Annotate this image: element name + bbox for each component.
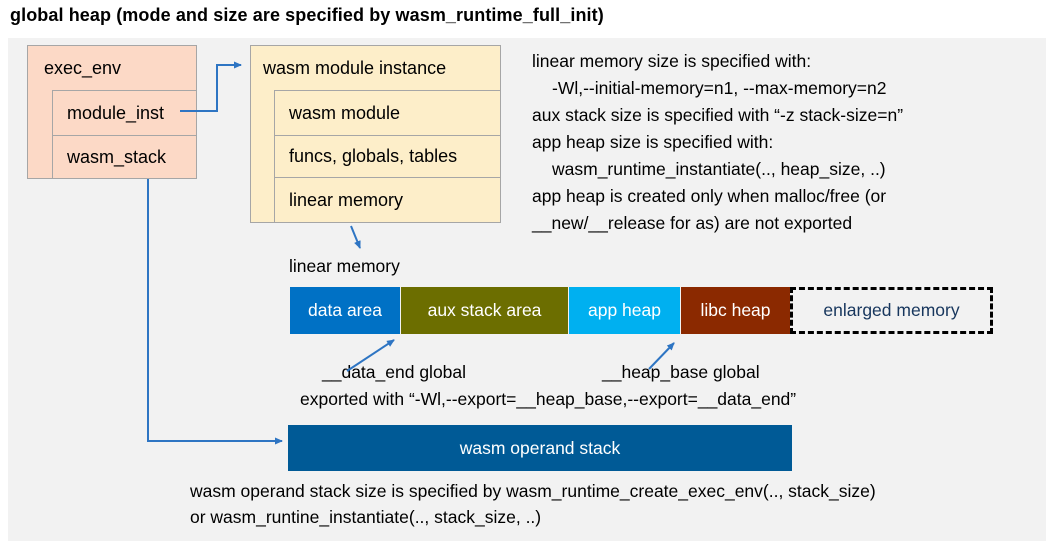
- note-line: app heap is created only when malloc/fre…: [532, 186, 887, 206]
- segment-enlarged-memory: enlarged memory: [790, 287, 993, 334]
- page-title: global heap (mode and size are specified…: [10, 5, 604, 25]
- note-line: -Wl,--initial-memory=n1, --max-memory=n2: [552, 78, 887, 98]
- segment-data-area: data area: [290, 287, 400, 334]
- wasm-stack-row: wasm_stack: [52, 135, 197, 179]
- note-line: aux stack size is specified with “-z sta…: [532, 105, 904, 125]
- segment-aux-stack-area: aux stack area: [401, 287, 568, 334]
- wasm-operand-stack-bar: wasm operand stack: [288, 425, 792, 471]
- linear-memory-row: linear memory: [274, 177, 501, 223]
- exec-env-header: exec_env: [44, 58, 122, 78]
- segment-libc-heap: libc heap: [681, 287, 790, 334]
- linear-memory-label: linear memory: [289, 256, 400, 276]
- note-line: linear memory size is specified with:: [532, 51, 812, 71]
- operand-stack-note-line1: wasm operand stack size is specified by …: [190, 481, 876, 501]
- wasm-module-instance-header: wasm module instance: [263, 58, 447, 78]
- heap-base-global-label: __heap_base global: [602, 362, 760, 382]
- wasm-module-row: wasm module: [274, 90, 501, 136]
- funcs-globals-tables-row: funcs, globals, tables: [274, 135, 501, 178]
- size-notes: linear memory size is specified with: -W…: [532, 48, 903, 237]
- note-line: __new/__release for as) are not exported: [532, 213, 853, 233]
- module-inst-row: module_inst: [52, 90, 197, 136]
- data-end-global-label: __data_end global: [322, 362, 467, 382]
- operand-stack-note-line2: or wasm_runtine_instantiate(.., stack_si…: [190, 507, 542, 527]
- segment-app-heap: app heap: [569, 287, 680, 334]
- note-line: app heap size is specified with:: [532, 132, 774, 152]
- exported-note: exported with “-Wl,--export=__heap_base,…: [300, 389, 797, 409]
- note-line: wasm_runtime_instantiate(.., heap_size, …: [552, 159, 886, 179]
